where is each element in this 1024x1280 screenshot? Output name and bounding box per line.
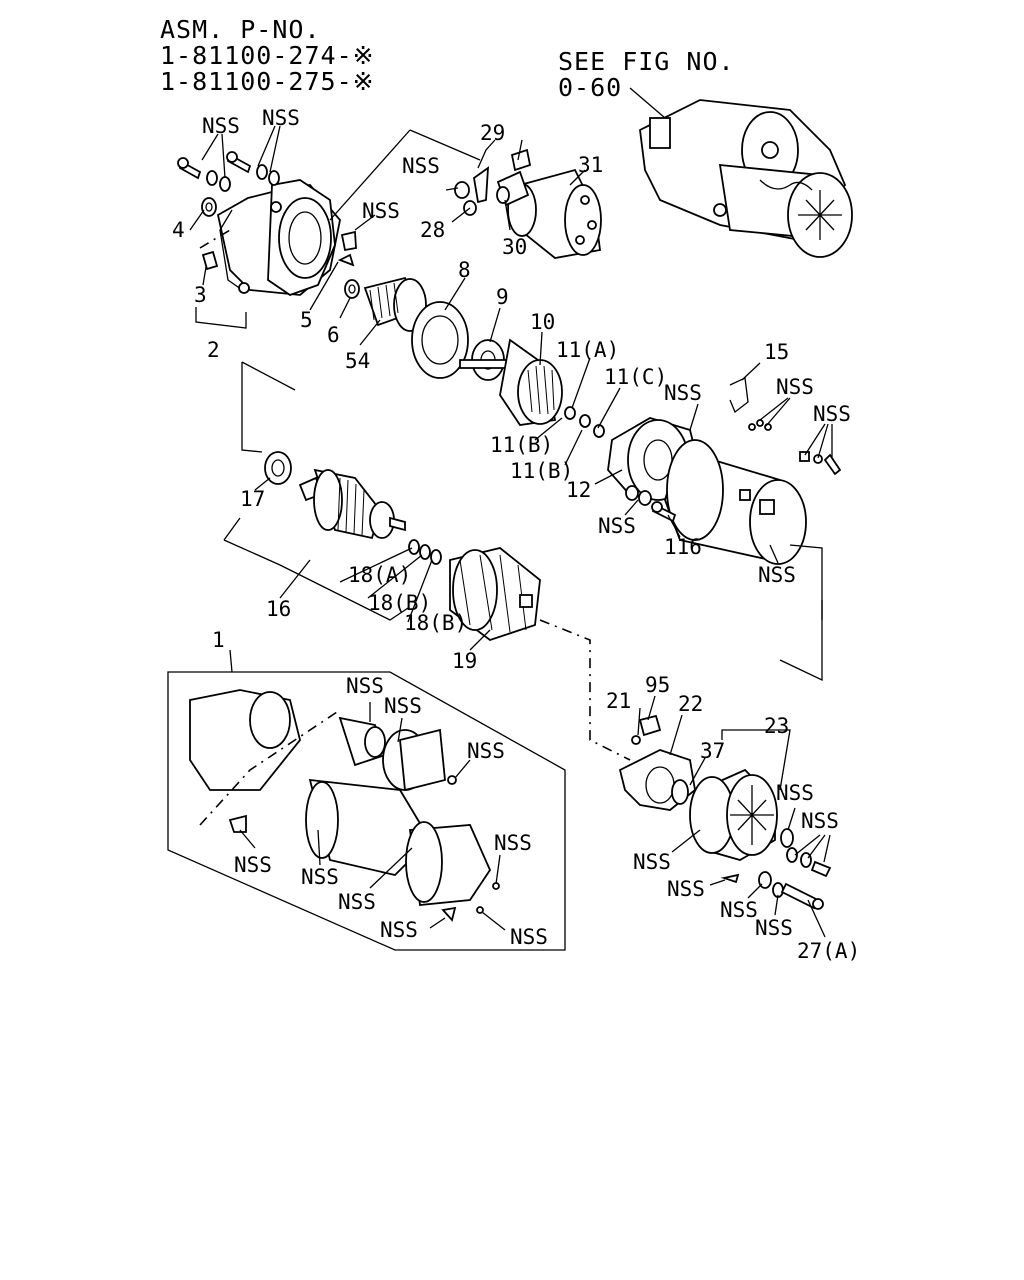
label-nss: NSS	[402, 154, 440, 178]
label-nss: NSS	[813, 402, 851, 426]
label-nss: NSS	[384, 694, 422, 718]
brush-holder	[449, 547, 541, 642]
label-part-16: 16	[266, 597, 291, 621]
leader-lines	[189, 125, 833, 938]
label-part-17: 17	[240, 487, 265, 511]
label-nss: NSS	[720, 898, 758, 922]
label-part-18b-1: 18(B)	[368, 591, 431, 615]
label-part-8: 8	[458, 258, 471, 282]
label-nss: NSS	[598, 514, 636, 538]
bracket-2	[195, 307, 247, 329]
asm-part-number-1: 1-81100-274-※	[160, 41, 375, 70]
label-nss: NSS	[234, 853, 272, 877]
label-part-18a: 18(A)	[348, 563, 411, 587]
label-part-31: 31	[578, 153, 603, 177]
label-part-11b-1: 11(B)	[490, 433, 553, 457]
label-part-21: 21	[606, 689, 631, 713]
label-part-19: 19	[452, 649, 477, 673]
label-nss: NSS	[262, 106, 300, 130]
label-part-4: 4	[172, 218, 185, 242]
label-nss: NSS	[202, 114, 240, 138]
drive-housing	[216, 179, 341, 297]
label-part-22: 22	[678, 692, 703, 716]
label-nss: NSS	[633, 850, 671, 874]
label-part-11b-2: 11(B)	[510, 459, 573, 483]
rear-cover	[618, 714, 832, 910]
label-nss: NSS	[776, 781, 814, 805]
label-part-3: 3	[194, 283, 207, 307]
label-part-11c: 11(C)	[604, 365, 667, 389]
label-nss: NSS	[664, 381, 702, 405]
label-nss: NSS	[758, 563, 796, 587]
label-nss: NSS	[755, 916, 793, 940]
armature	[241, 361, 442, 565]
label-nss: NSS	[467, 739, 505, 763]
yoke-assembly	[607, 377, 842, 565]
see-fig-label: SEE FIG NO.	[558, 47, 735, 76]
inset-box-assembly-1	[167, 649, 566, 951]
label-part-12: 12	[566, 478, 591, 502]
label-part-29: 29	[480, 121, 505, 145]
magnetic-switch	[454, 139, 602, 259]
label-part-11a: 11(A)	[556, 338, 619, 362]
label-nss: NSS	[776, 375, 814, 399]
label-part-9: 9	[496, 285, 509, 309]
label-part-28: 28	[420, 218, 445, 242]
asm-part-number-2: 1-81100-275-※	[160, 67, 375, 96]
label-nss: NSS	[801, 809, 839, 833]
label-part-2: 2	[207, 338, 220, 362]
label-nss: NSS	[301, 865, 339, 889]
label-nss: NSS	[362, 199, 400, 223]
bracket-16	[223, 517, 409, 621]
see-fig-leader	[629, 87, 666, 119]
label-nss: NSS	[510, 925, 548, 949]
label-nss: NSS	[338, 890, 376, 914]
label-part-116: 116	[664, 535, 702, 559]
label-part-30: 30	[502, 235, 527, 259]
see-fig-number: 0-60	[558, 73, 622, 102]
label-nss: NSS	[346, 674, 384, 698]
label-part-1: 1	[212, 628, 225, 652]
pinion-and-clutch	[337, 253, 605, 438]
label-part-23: 23	[764, 714, 789, 738]
label-part-15: 15	[764, 340, 789, 364]
asm-title: ASM. P-NO.	[160, 15, 321, 44]
label-nss: NSS	[667, 877, 705, 901]
label-part-95: 95	[645, 673, 670, 697]
bolt-set-top-left	[177, 151, 357, 271]
label-part-5: 5	[300, 308, 313, 332]
label-part-54: 54	[345, 349, 370, 373]
callout-labels: NSS NSS 4 3 2 NSS 5 6 54 8 9 10 11(A) 11…	[172, 106, 860, 963]
label-part-37: 37	[700, 739, 725, 763]
label-nss: NSS	[494, 831, 532, 855]
label-part-6: 6	[327, 323, 340, 347]
label-part-27a: 27(A)	[797, 939, 860, 963]
label-part-10: 10	[530, 310, 555, 334]
label-part-18b-2: 18(B)	[404, 611, 467, 635]
label-nss: NSS	[380, 918, 418, 942]
reference-starter-drawing	[639, 99, 853, 258]
